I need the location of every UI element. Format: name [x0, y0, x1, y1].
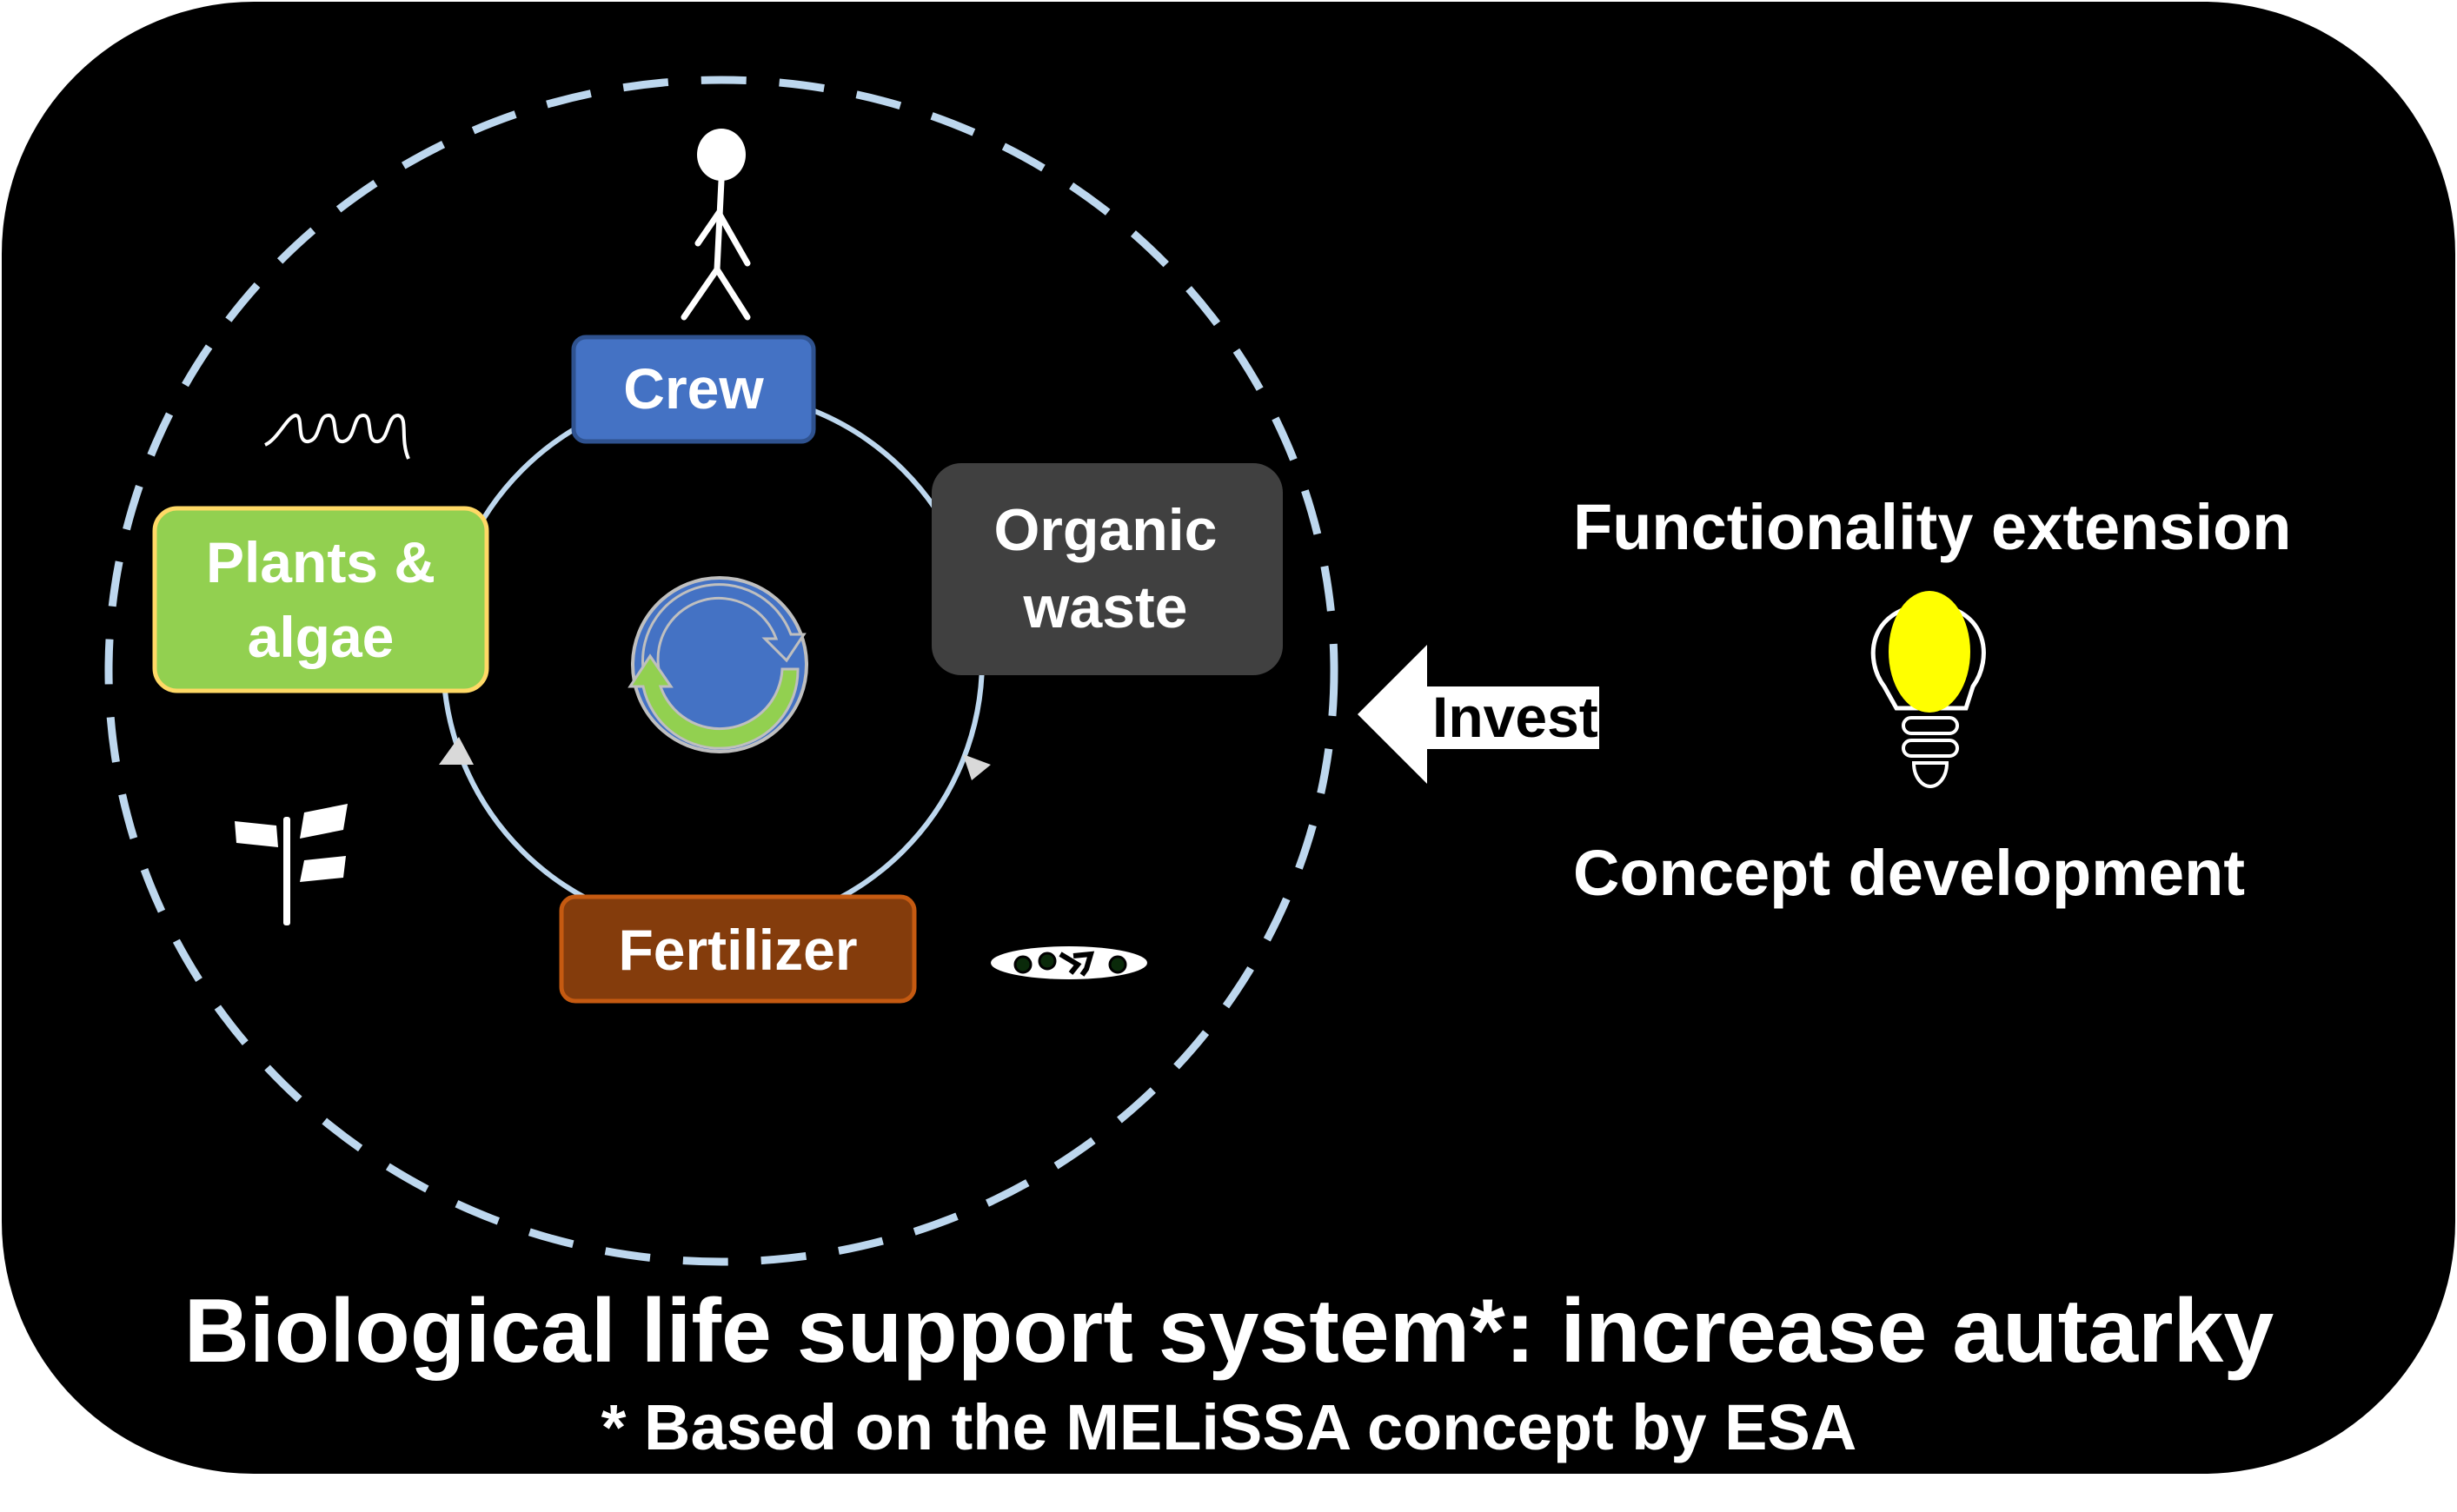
node-crew-label: Crew [623, 356, 764, 421]
cycle-arrowhead-right [963, 754, 991, 780]
investigate-arrow: Investigate [1358, 645, 1732, 784]
investigate-label: Investigate [1432, 685, 1732, 749]
recycle-cycle-icon [628, 576, 808, 753]
plant-icon [235, 804, 348, 925]
cycle-arrowhead-left [439, 737, 474, 765]
node-plants-algae-label-2: algae [248, 605, 395, 669]
background-panel [2, 2, 2455, 1474]
diagram-footnote: * Based on the MELiSSA concept by ESA [601, 1391, 1857, 1463]
diagram-title: Biological life support system*: increas… [184, 1281, 2274, 1382]
node-fertilizer-label: Fertilizer [618, 918, 857, 982]
lightbulb-icon [1870, 591, 1986, 789]
node-plants-algae-label-1: Plants & [206, 530, 435, 594]
person-icon [681, 129, 751, 321]
node-organic-waste-label-1: Organic [994, 497, 1218, 563]
node-crew: Crew [571, 335, 816, 444]
node-fertilizer: Fertilizer [559, 894, 917, 1004]
node-organic-waste: Organic waste [932, 463, 1283, 675]
microbe-icon [991, 946, 1147, 979]
node-organic-waste-label-2: waste [1023, 574, 1188, 640]
system-boundary [104, 76, 1338, 1266]
algae-spiral-icon [263, 413, 410, 460]
functionality-extension-text: Functionality extension [1573, 491, 2291, 563]
concept-development-text: Concept development [1573, 837, 2245, 909]
node-plants-algae: Plants & algae [152, 506, 489, 693]
